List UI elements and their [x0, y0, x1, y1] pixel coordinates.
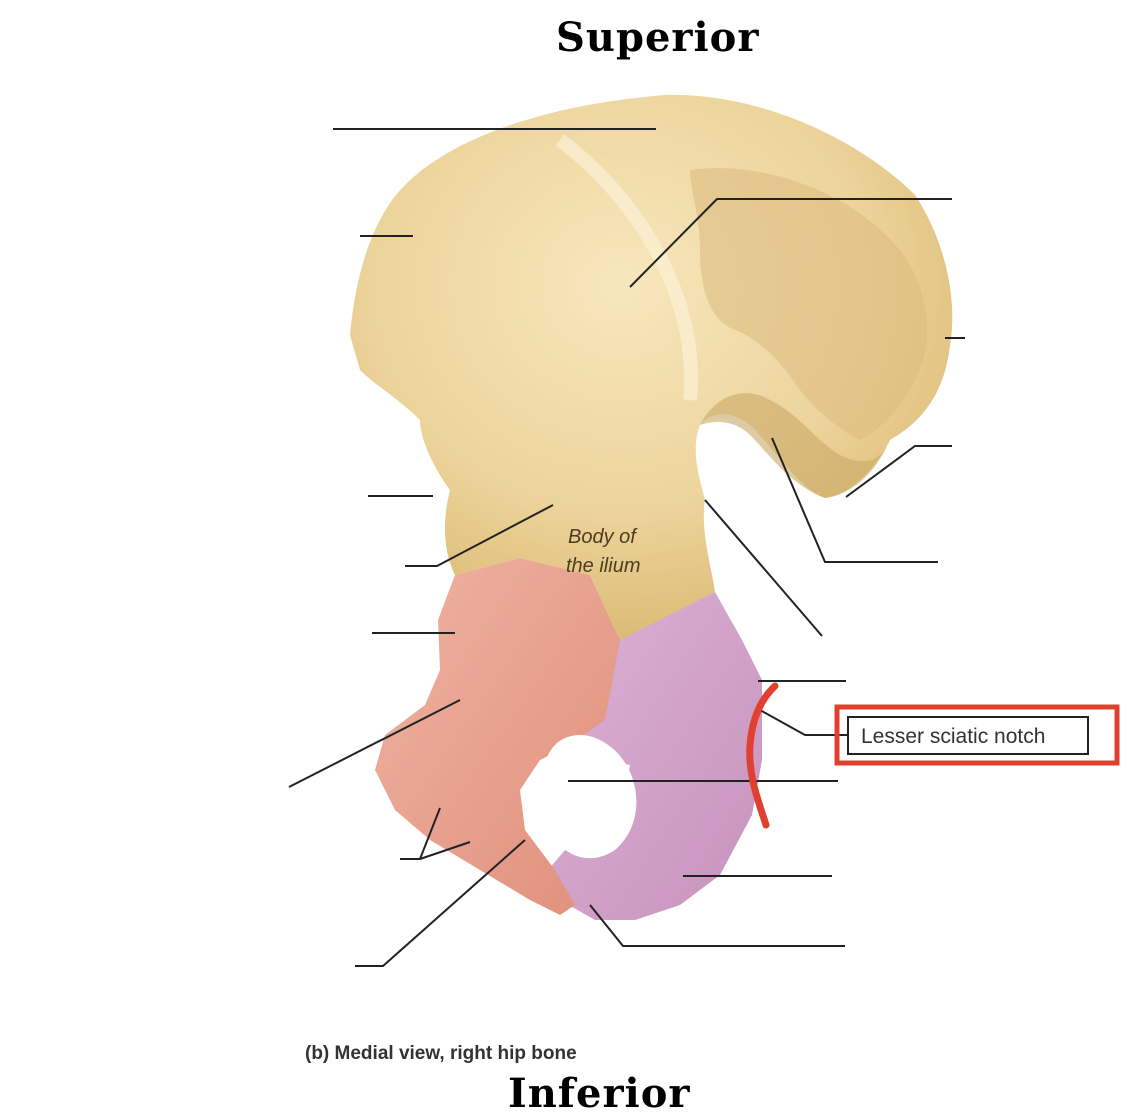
lesser-sciatic-notch-highlight-box [834, 704, 1120, 766]
body-of-ilium-label-line1: Body of [568, 526, 638, 548]
pubis-region [375, 558, 620, 915]
leader-line-auricular [771, 437, 938, 563]
leader-line-lesser-notch [759, 709, 848, 736]
leader-line-iliac-fossa [629, 198, 952, 288]
greater-sciatic-notch-shadow [700, 393, 890, 498]
leader-line-symphysis-b [419, 841, 471, 860]
body-of-ilium-label-line2: the ilium [566, 555, 640, 577]
leader-line-greater-notch [704, 499, 823, 637]
lesser-sciatic-notch-label-box [847, 716, 1089, 755]
lesser-sciatic-notch-label: Lesser sciatic notch [861, 725, 1045, 748]
leader-line-ischial-ramus [589, 904, 845, 947]
leader-line-inferior-ramus [355, 839, 526, 967]
leader-line-arcuate [405, 504, 554, 567]
arcuate-line-highlight [555, 134, 699, 401]
inferior-heading: Inferior [508, 1070, 691, 1117]
leader-lines [288, 128, 965, 967]
auricular-surface [690, 168, 927, 441]
figure-caption: (b) Medial view, right hip bone [305, 1043, 577, 1064]
leader-line-pubic-tubercle [288, 699, 461, 788]
obturator-foramen [544, 734, 637, 859]
superior-heading: Superior [556, 14, 760, 61]
leader-line-pis [845, 445, 952, 498]
lesser-sciatic-notch-bracket [746, 682, 779, 829]
